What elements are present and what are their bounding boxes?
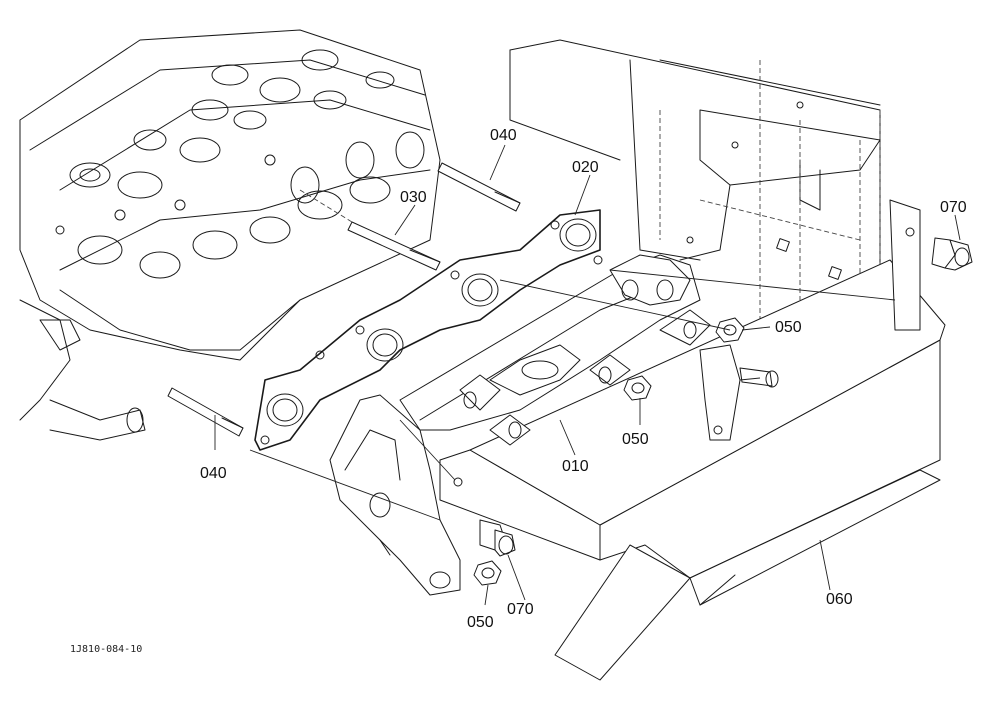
assembly-axes	[249, 269, 896, 521]
stud-030	[299, 189, 441, 271]
exhaust-manifold-010	[329, 254, 741, 596]
label-050-mid: 050	[622, 431, 649, 448]
background-frame	[509, 39, 881, 330]
label-040-bottom: 040	[200, 465, 227, 482]
leader-lines	[214, 144, 961, 606]
stud-040-top	[437, 162, 521, 212]
label-050-right: 050	[775, 319, 802, 336]
stud-040-bottom	[167, 387, 244, 437]
nut-050-mid	[623, 375, 652, 401]
label-070-top: 070	[940, 199, 967, 216]
reference-code: 1J810-084-10	[70, 644, 142, 655]
cylinder-head	[19, 29, 441, 441]
label-020: 020	[572, 159, 599, 176]
label-030: 030	[400, 189, 427, 206]
label-010: 010	[562, 458, 589, 475]
nut-050-bottom	[473, 560, 502, 586]
label-070-bottom: 070	[507, 601, 534, 618]
label-040-top: 040	[490, 127, 517, 144]
bolt-070-bottom	[479, 519, 516, 557]
label-050-bottom: 050	[467, 614, 494, 631]
bolt-070-mid	[739, 367, 779, 388]
bolt-070-top	[931, 237, 973, 271]
gasket-020	[254, 209, 603, 451]
label-060: 060	[826, 591, 853, 608]
